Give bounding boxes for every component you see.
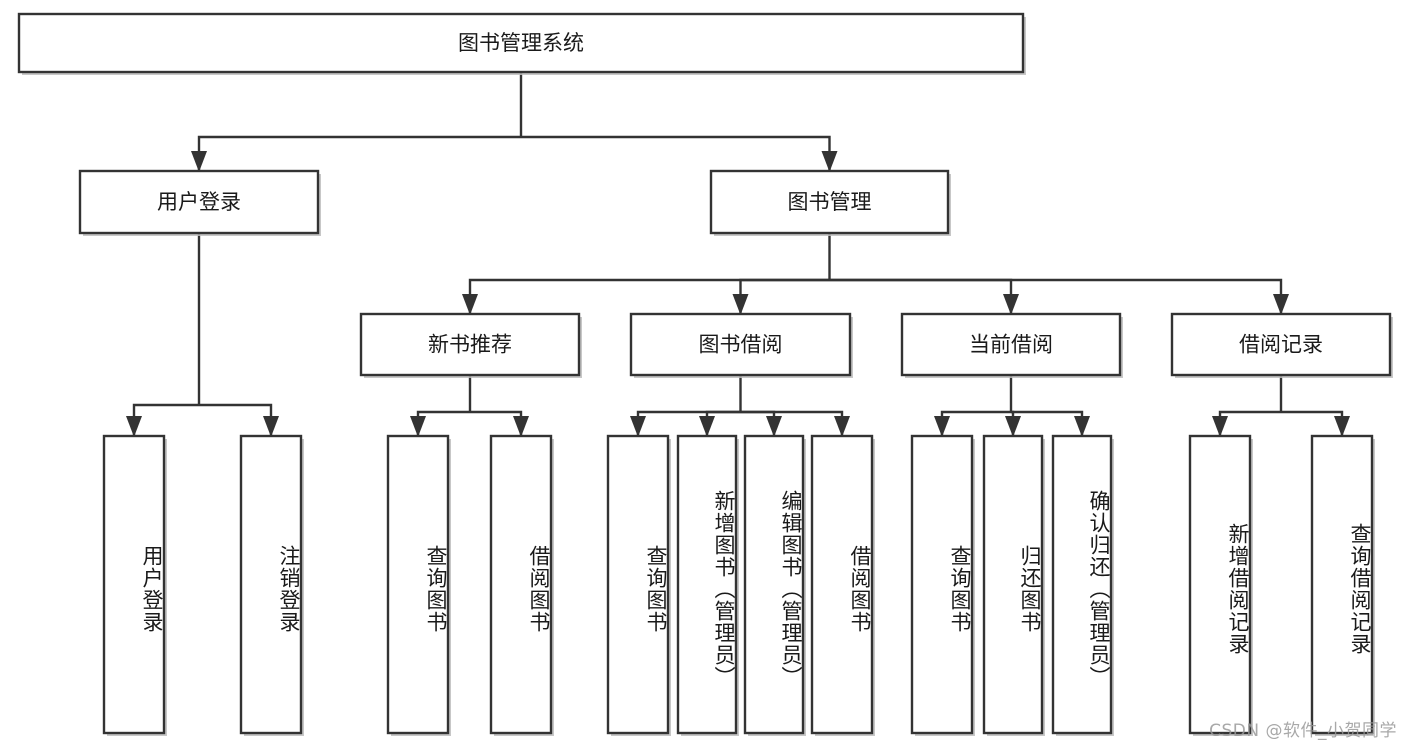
connector-leaf-2-3: [740, 410, 844, 436]
connector-leaf-2-1: [705, 410, 741, 436]
connector-leaf-2-2: [740, 410, 776, 436]
node-leaf-4[interactable]: [606, 434, 670, 735]
connector-root-to-level2-0-arrowhead: [191, 151, 207, 172]
node-leaf-6[interactable]: [743, 434, 805, 735]
node-level3-0-label: 新书推荐: [428, 333, 512, 357]
connector-level2-to-level3-3: [829, 278, 1283, 314]
node-level3-1-label: 图书借阅: [699, 333, 783, 357]
connector-layer: [126, 72, 1350, 437]
connector-leaf-3-1-arrowhead: [1005, 416, 1021, 437]
node-level2-1[interactable]: [709, 169, 950, 235]
connector-level2-to-level3-2-arrowhead: [1003, 294, 1019, 315]
connector-root-to-level2-1-arrowhead: [821, 151, 838, 172]
node-level3-1[interactable]: [629, 312, 852, 377]
connector-leaf-1-0-arrowhead: [410, 416, 426, 437]
connector-leaf-0-1-arrowhead: [263, 416, 279, 437]
node-leaf-7[interactable]: [810, 434, 874, 735]
node-leaf-8[interactable]: [910, 434, 974, 735]
connector-leaf-1-0: [416, 410, 470, 436]
node-leaf-12[interactable]: [1310, 434, 1374, 735]
connector-leaf-2-1-arrowhead: [699, 416, 715, 437]
connector-leaf-4-0: [1218, 410, 1281, 436]
connector-leaf-3-2: [1011, 410, 1084, 436]
node-leaf-0[interactable]: [102, 434, 166, 735]
connector-leaf-3-2-arrowhead: [1074, 416, 1090, 437]
connector-root-to-level2-0: [197, 135, 521, 171]
node-level3-2-label: 当前借阅: [969, 333, 1053, 357]
connector-leaf-2-0: [636, 410, 741, 436]
connector-level2-to-level3-0: [468, 278, 830, 314]
node-leaf-9[interactable]: [982, 434, 1044, 735]
node-box-layer: [17, 12, 1393, 736]
connector-level2-to-level3-2: [829, 278, 1013, 314]
node-root-label: 图书管理系统: [458, 31, 584, 55]
node-leaf-3[interactable]: [489, 434, 553, 735]
connector-leaf-0-0: [132, 403, 199, 436]
connector-leaf-2-2-arrowhead: [766, 416, 782, 437]
node-level3-0[interactable]: [359, 312, 581, 377]
node-leaf-10[interactable]: [1051, 434, 1113, 735]
connector-leaf-0-1: [199, 403, 273, 436]
node-level2-0[interactable]: [78, 169, 320, 235]
connector-level2-to-level3-1: [739, 278, 830, 314]
node-leaf-2[interactable]: [386, 434, 450, 735]
connector-leaf-2-0-arrowhead: [630, 416, 646, 437]
connector-leaf-4-0-arrowhead: [1212, 416, 1228, 437]
connector-leaf-1-1: [470, 410, 523, 436]
connector-leaf-3-0-arrowhead: [934, 416, 950, 437]
node-level3-3-label: 借阅记录: [1239, 333, 1323, 357]
watermark-text: CSDN @软件_小贺同学: [1209, 721, 1397, 741]
connector-leaf-4-1: [1281, 410, 1344, 436]
node-root[interactable]: [17, 12, 1025, 74]
connector-root-to-level2-1: [521, 135, 831, 171]
connector-level2-to-level3-0-arrowhead: [462, 294, 478, 315]
connector-leaf-2-3-arrowhead: [834, 416, 850, 437]
node-leaf-5[interactable]: [676, 434, 738, 735]
node-level3-3[interactable]: [1170, 312, 1392, 377]
node-leaf-11[interactable]: [1188, 434, 1252, 735]
node-level2-0-label: 用户登录: [157, 190, 241, 214]
node-leaf-1[interactable]: [239, 434, 303, 735]
connector-leaf-3-0: [940, 410, 1011, 436]
connector-level2-to-level3-3-arrowhead: [1273, 294, 1289, 315]
connector-leaf-0-0-arrowhead: [126, 416, 142, 437]
connector-leaf-1-1-arrowhead: [513, 416, 529, 437]
connector-level2-to-level3-1-arrowhead: [732, 294, 749, 315]
node-level3-2[interactable]: [900, 312, 1122, 377]
node-level2-1-label: 图书管理: [788, 190, 872, 214]
connector-leaf-4-1-arrowhead: [1334, 416, 1350, 437]
